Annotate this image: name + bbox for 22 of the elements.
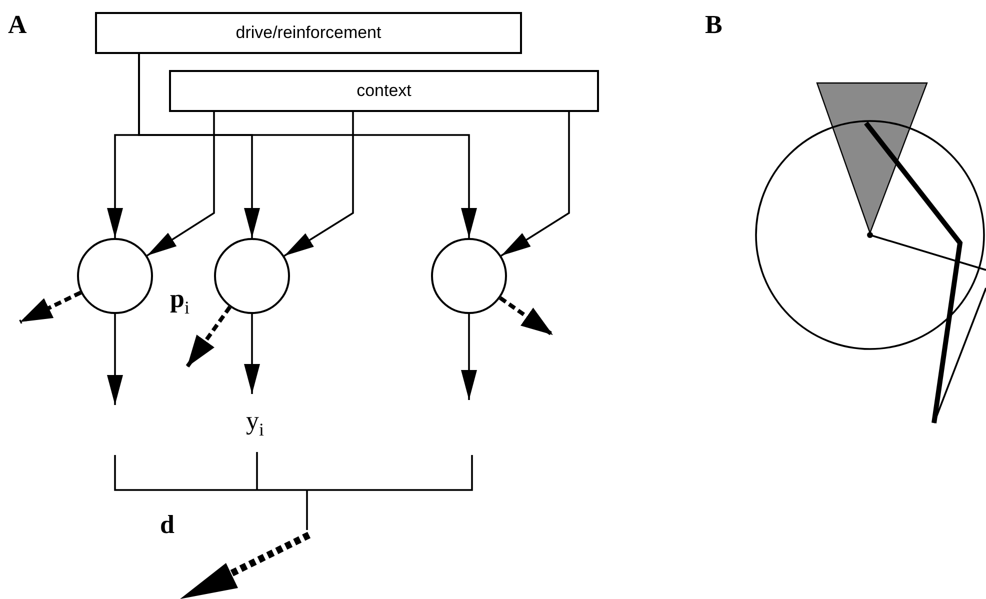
output-label: y$_{i}$: [246, 408, 264, 438]
box-label: drive/reinforcement: [236, 23, 382, 43]
input-box: [169, 70, 599, 112]
unit-circle: [431, 238, 507, 314]
arrow: [461, 314, 477, 400]
arrow: [146, 112, 215, 256]
arrow: [244, 314, 260, 394]
box-label: context: [356, 81, 412, 101]
dashed-arrow: [498, 296, 554, 337]
vector-label: d: [160, 512, 174, 538]
input-box: [95, 12, 522, 54]
arrow: [500, 112, 570, 256]
unit-circle: [77, 238, 153, 314]
panel-label: A: [8, 12, 27, 38]
unit-circle: [214, 238, 290, 314]
arrow: [284, 112, 354, 257]
vector-label: p$_{i}$: [170, 286, 190, 316]
dashed-arrow: [19, 290, 82, 324]
dashed-arrow: [185, 306, 232, 368]
panel-label: B: [705, 12, 722, 38]
arrow: [138, 54, 477, 238]
arrow: [107, 314, 123, 405]
